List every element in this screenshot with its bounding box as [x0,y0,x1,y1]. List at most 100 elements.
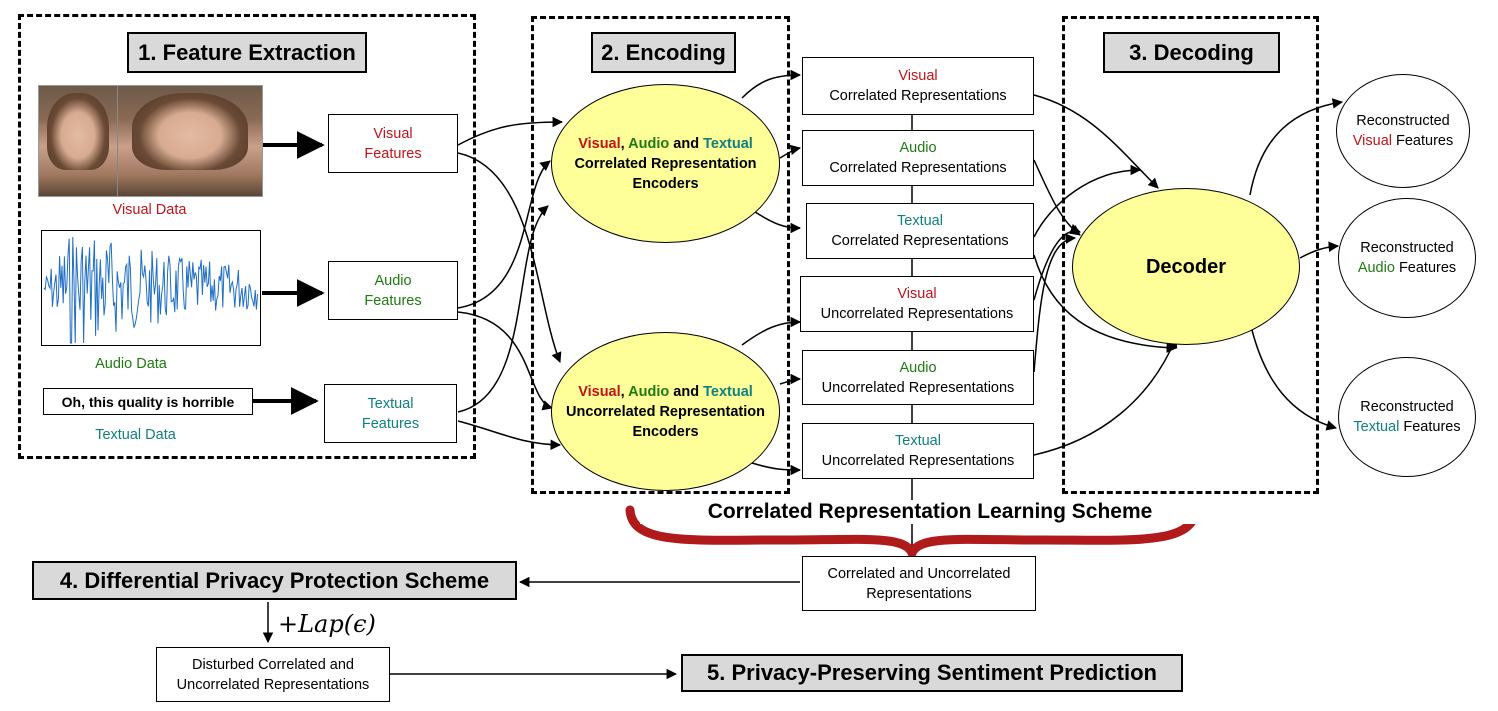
arrow-tc-dec [1033,164,1142,238]
rep-3-mod: Visual [897,286,937,302]
reconstructed-visual: Reconstructed Visual Features [1336,74,1470,188]
scheme-label: Correlated Representation Learning Schem… [640,500,1220,524]
enc-u-line2: Uncorrelated Representation [565,403,766,420]
face-frame-1 [39,86,117,196]
recon-2-post: Features [1403,419,1461,435]
recon-1-pre: Reconstructed [1360,240,1454,256]
audio-features-label: Features [364,292,422,309]
scheme-brace [625,505,1201,566]
textual-features-label: Features [361,415,420,432]
enc-c-line2: Correlated Representation [574,155,757,172]
arrow-tf-corr [457,205,549,413]
arrow-af-corr [457,160,551,309]
recon-0-mod: Visual [1352,133,1392,149]
feature-extraction-frame [18,14,476,459]
encoding-title: 2. Encoding [591,32,736,73]
text-sample-box: Oh, this quality is horrible [43,388,253,415]
textual-features-mod: Textual [367,395,414,412]
enc-u-textual: Textual [703,383,753,400]
decoding-title: 3. Decoding [1103,32,1280,73]
arrow-vf-uncorr [457,152,562,363]
recon-2-pre: Reconstructed [1360,399,1454,415]
arrow-enc-ac [779,144,802,159]
enc-c-and: and [669,135,704,152]
arrow-unc-dec [1033,254,1178,353]
enc-c-comma: , [620,135,629,152]
textual-uncorrelated-box: Textual Uncorrelated Representations [802,423,1034,479]
rep-0-label: Correlated Representations [829,88,1007,104]
rep-4-mod: Audio [899,359,937,376]
enc-c-audio: Audio [628,135,670,152]
recon-0-post: Features [1396,133,1454,149]
disturbed-line1: Disturbed Correlated and [191,656,354,673]
combined-line1: Correlated and Uncorrelated [827,565,1011,582]
arrow-vf-corr [457,116,564,146]
decoding-frame [1062,16,1319,494]
enc-c-visual: Visual [578,135,621,152]
privacy-scheme-title: 4. Differential Privacy Protection Schem… [32,561,517,600]
recon-1-post: Features [1398,260,1457,276]
disturbed-line2: Uncorrelated Representations [176,676,370,693]
visual-correlated-box: Visual Correlated Representations [802,57,1034,115]
rep-5-label: Uncorrelated Representations [821,453,1015,469]
arrow-enc-tu [751,462,802,476]
textual-features-box: Textual Features [324,384,457,443]
audio-waveform [41,230,261,346]
laplace-noise-label: +Lap(ϵ) [278,610,376,638]
enc-u-comma: , [620,383,629,400]
recon-1-mod: Audio [1357,260,1395,276]
combined-representations-box: Correlated and Uncorrelated Representati… [802,556,1036,611]
encoding-frame [531,16,790,494]
audio-features-box: Audio Features [328,261,458,320]
enc-c-line3: Encoders [632,175,699,192]
decoder: Decoder [1072,188,1300,345]
arrow-dec-rt [1251,329,1338,431]
arrow-au-dec [1033,233,1077,373]
arrow-enc-vc [741,69,802,99]
arrow-enc-au [779,373,802,385]
arrow-vc-dec [1033,94,1159,189]
face-frame-2 [118,86,262,196]
reconstructed-audio: Reconstructed Audio Features [1338,198,1476,318]
visual-features-label: Features [364,145,422,162]
textual-correlated-box: Textual Correlated Representations [806,203,1034,259]
enc-u-and: and [669,383,704,400]
rep-0-mod: Visual [898,68,938,84]
visual-data-image [38,85,263,197]
audio-features-mod: Audio [374,272,412,289]
arrow-dec-rv [1249,98,1344,196]
enc-u-audio: Audio [628,383,670,400]
rep-3-label: Uncorrelated Representations [820,306,1014,322]
visual-data-caption: Visual Data [112,202,187,218]
arrow-tf-uncorr [457,420,562,451]
enc-u-line3: Encoders [632,423,699,440]
rep-5-mod: Textual [895,433,941,449]
enc-c-textual: Textual [703,135,753,152]
arrow-tu-dec [1033,337,1178,456]
audio-data-caption: Audio Data [95,356,167,372]
rep-1-mod: Audio [899,140,937,156]
arrow-af-uncorr [457,311,554,411]
enc-u-visual: Visual [578,383,621,400]
audio-correlated-box: Audio Correlated Representations [802,130,1034,186]
textual-data-caption: Textual Data [95,427,176,443]
audio-uncorrelated-box: Audio Uncorrelated Representations [802,350,1034,405]
prediction-title: 5. Privacy-Preserving Sentiment Predicti… [681,654,1183,692]
uncorrelated-encoder: Visual, Audio and Textual Uncorrelated R… [551,332,780,491]
rep-2-mod: Textual [897,213,943,229]
visual-features-box: Visual Features [328,114,458,173]
visual-uncorrelated-box: Visual Uncorrelated Representations [800,276,1034,332]
arrow-vu-dec [1033,223,1081,301]
rep-4-label: Uncorrelated Representations [821,379,1015,396]
feature-extraction-title: 1. Feature Extraction [127,32,367,73]
recon-0-pre: Reconstructed [1356,113,1450,129]
visual-features-mod: Visual [373,125,413,142]
reconstructed-textual: Reconstructed Textual Features [1338,357,1476,477]
rep-2-label: Correlated Representations [831,233,1009,249]
arrow-enc-vu [741,316,802,346]
correlated-encoder: Visual, Audio and Textual Correlated Rep… [551,84,780,243]
combined-line2: Representations [866,585,972,602]
recon-2-mod: Textual [1353,419,1400,435]
arrow-enc-tc [751,209,802,234]
